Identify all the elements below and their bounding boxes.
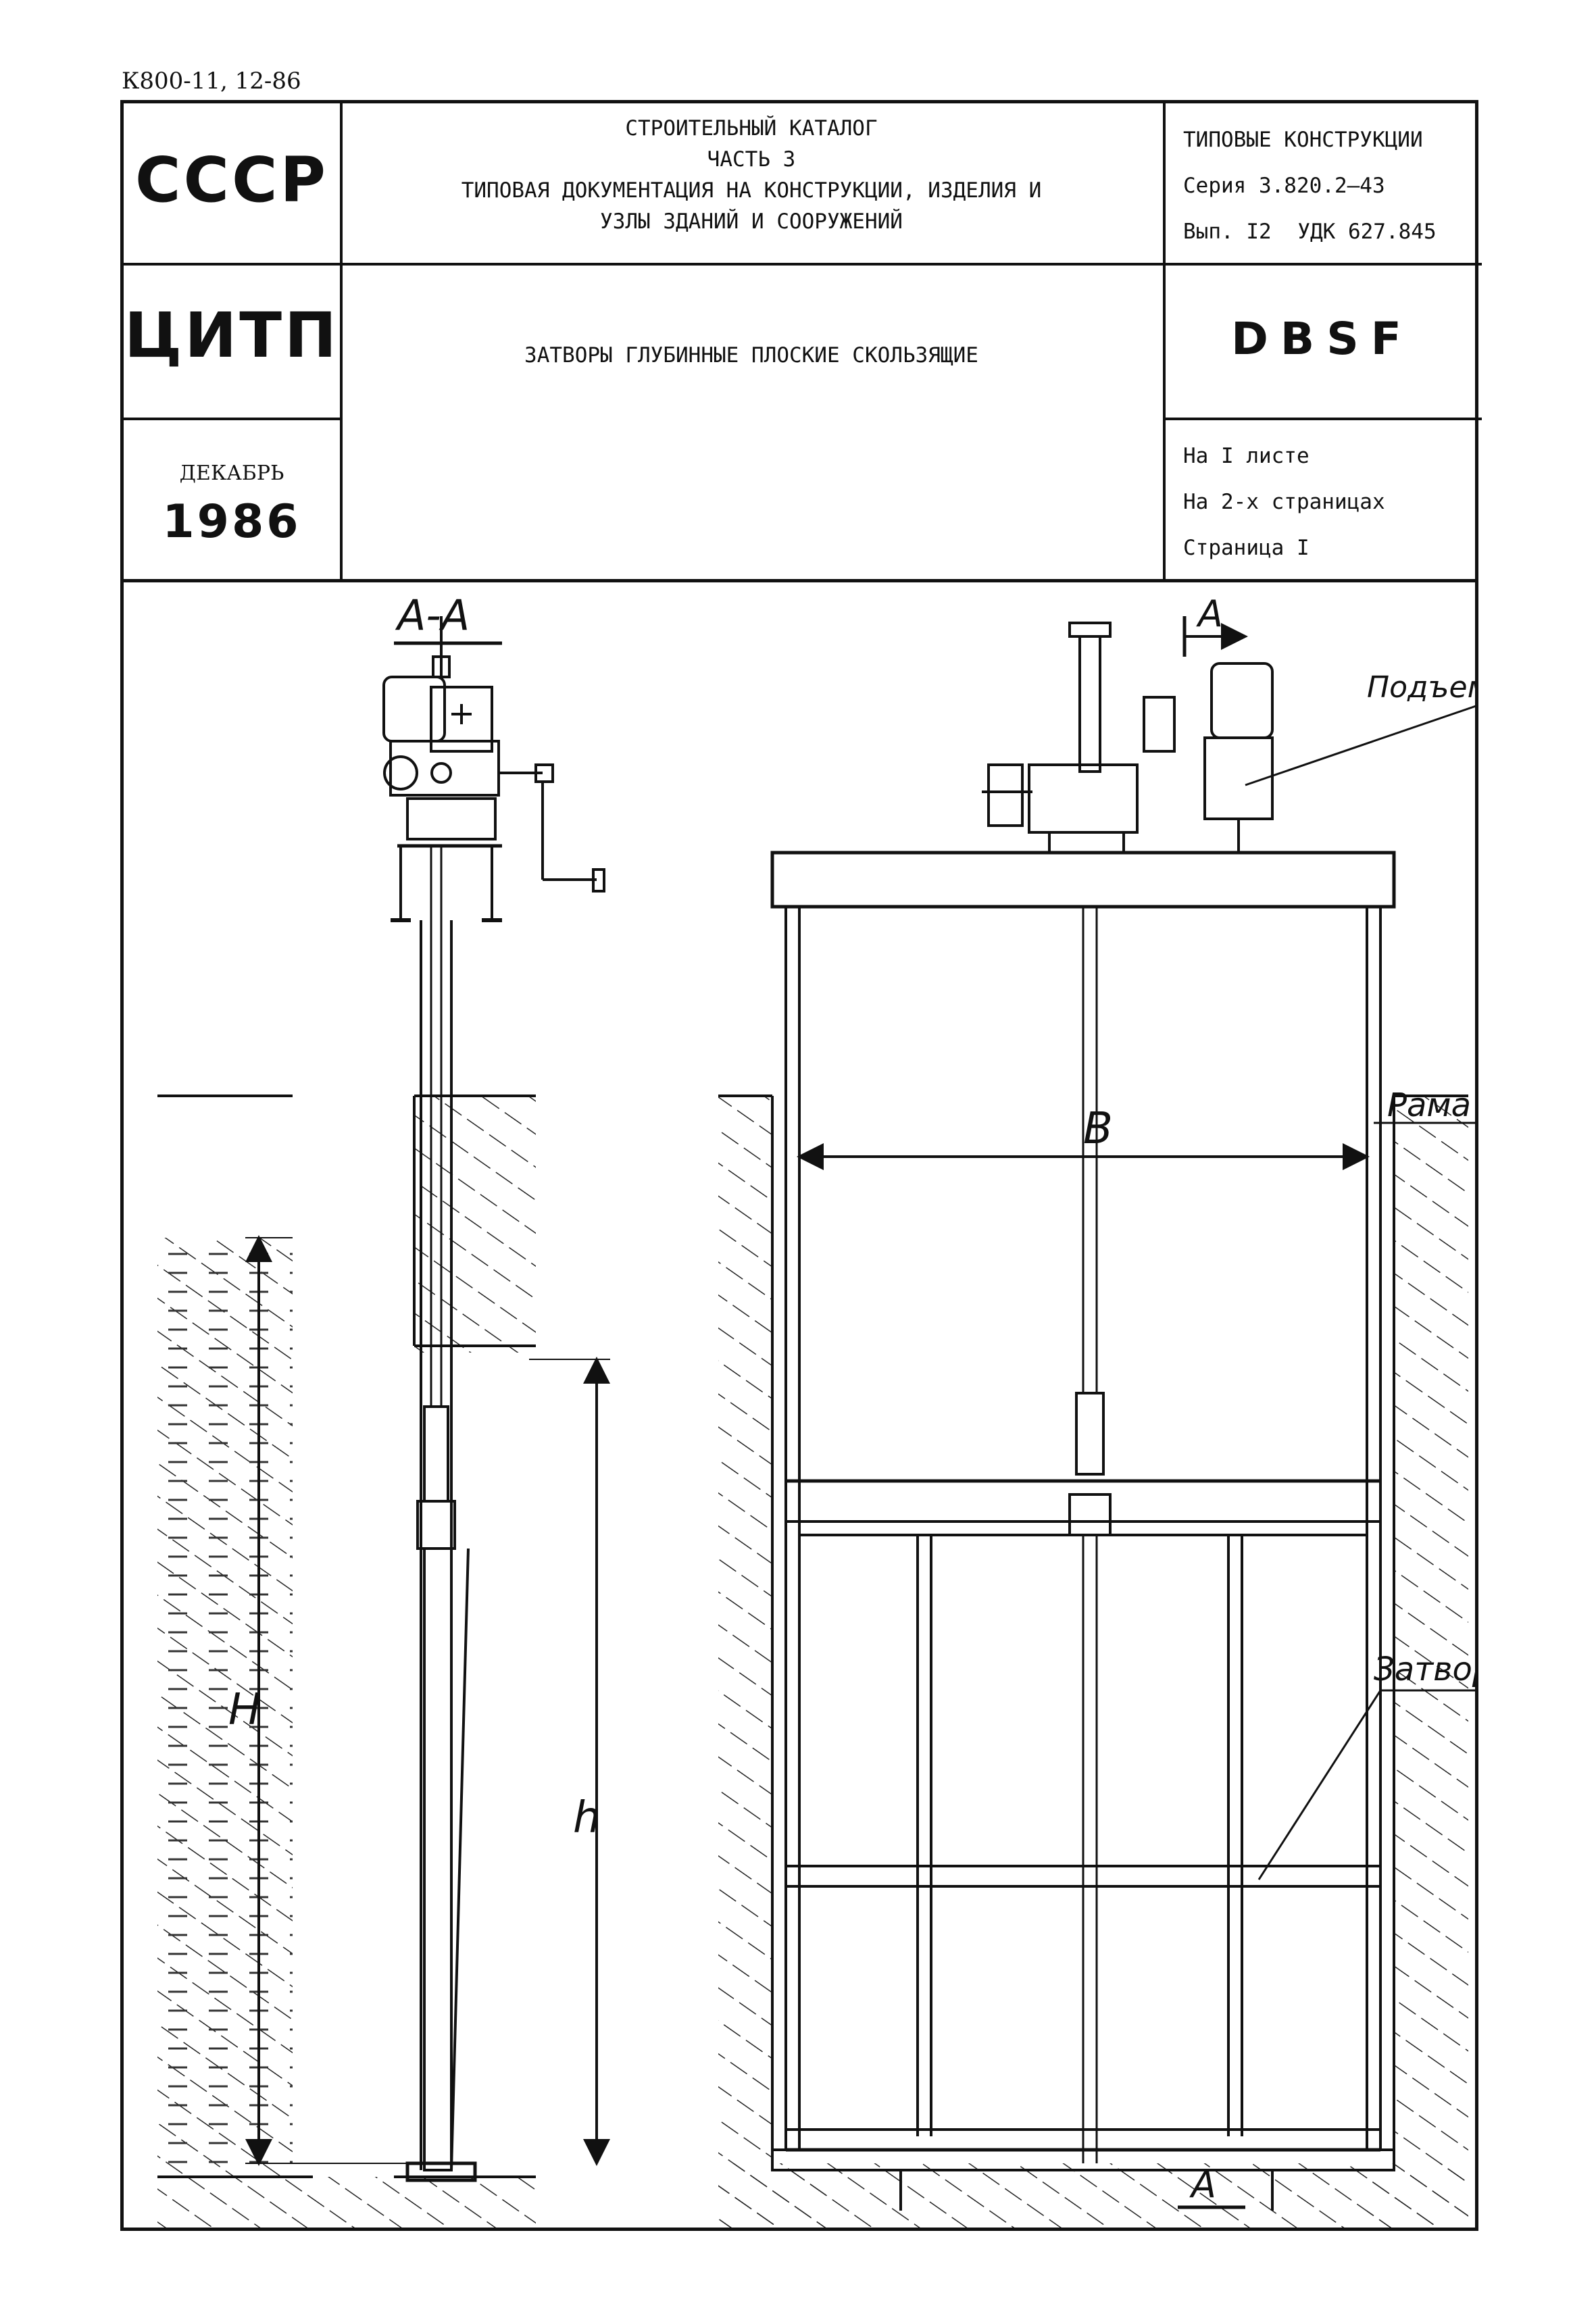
lifter-leader xyxy=(1245,703,1482,786)
lifter-gearbox xyxy=(1028,763,1139,834)
catalog-header: СТРОИТЕЛЬНЫЙ КАТАЛОГ ЧАСТЬ 3 ТИПОВАЯ ДОК… xyxy=(340,113,1163,237)
label-lifter: Подъемник xyxy=(1367,670,1475,705)
divider xyxy=(1163,103,1166,579)
stem-coupling xyxy=(416,1500,456,1550)
divider xyxy=(340,263,1163,266)
divider xyxy=(1163,418,1482,420)
view-marker-bottom: А xyxy=(1189,2163,1216,2206)
catalog-line-4: УЗЛЫ ЗДАНИЙ И СООРУЖЕНИЙ xyxy=(600,209,903,234)
series-label: Серия 3.820.2–43 xyxy=(1183,174,1385,198)
handwheel-hub-icon xyxy=(383,755,418,790)
sheets-label: На I листе xyxy=(1183,444,1310,468)
pages-label: На 2-х страницах xyxy=(1183,490,1385,514)
divider xyxy=(1163,263,1482,266)
section-view: А-А xyxy=(157,590,610,2231)
lifter-motor-icon xyxy=(1210,662,1274,739)
gate-leader xyxy=(1257,1690,1382,1880)
year-label: 1986 xyxy=(162,495,301,549)
org-label: ЦИТП xyxy=(124,299,340,372)
gate-drawing: А-А xyxy=(157,590,1547,2231)
title-block: СССР ЦИТП ДЕКАБРЬ 1986 СТРОИТЕЛЬНЫЙ КАТА… xyxy=(120,100,1482,582)
udk-label: УДК 627.845 xyxy=(1297,220,1437,244)
divider xyxy=(124,263,340,266)
product-code: DBSF xyxy=(1231,313,1414,365)
gate-leaf-section xyxy=(423,1548,470,2171)
top-beam xyxy=(770,851,1396,909)
mounting-flange xyxy=(406,797,497,840)
catalog-line-3: ТИПОВАЯ ДОКУМЕНТАЦИЯ НА КОНСТРУКЦИИ, ИЗД… xyxy=(461,178,1042,203)
catalog-line-1: СТРОИТЕЛЬНЫЙ КАТАЛОГ xyxy=(625,116,878,141)
dimension-b-label: В xyxy=(1083,1104,1113,1154)
water-hatch xyxy=(157,1238,293,2177)
gearbox-icon xyxy=(430,686,493,753)
page-label: Страница I xyxy=(1183,536,1310,560)
country-label: СССР xyxy=(135,144,328,216)
lifter-stem-housing xyxy=(1078,635,1101,773)
product-title: ЗАТВОРЫ ГЛУБИННЫЕ ПЛОСКИЕ СКОЛЬЗЯЩИЕ xyxy=(524,343,978,368)
sheet-info: На I листе На 2-х страницах Страница I xyxy=(1183,433,1480,571)
divider xyxy=(340,103,343,579)
label-frame: Рама xyxy=(1387,1086,1471,1124)
month-label: ДЕКАБРЬ xyxy=(179,461,284,485)
dimension-h-gate-label: h xyxy=(573,1793,601,1843)
document-code: К800-11, 12-86 xyxy=(122,68,301,95)
catalog-line-2: ЧАСТЬ 3 xyxy=(707,147,796,172)
type-label: ТИПОВЫЕ КОНСТРУКЦИИ xyxy=(1183,128,1423,152)
section-label: А-А xyxy=(395,590,470,640)
issue-line: Вып. I2 УДК 627.845 xyxy=(1183,209,1480,255)
divider xyxy=(124,418,340,420)
front-view: А xyxy=(718,593,1547,2231)
dimension-h-total-label: H xyxy=(228,1685,261,1735)
drawing-area: А-А xyxy=(120,582,1547,2231)
series-info: ТИПОВЫЕ КОНСТРУКЦИИ Серия 3.820.2–43 Вып… xyxy=(1183,117,1480,255)
issue-label: Вып. I2 xyxy=(1183,220,1272,244)
label-gate: Затвор xyxy=(1374,1651,1475,1688)
view-marker-top: А xyxy=(1196,593,1223,635)
drive-housing xyxy=(389,740,500,797)
